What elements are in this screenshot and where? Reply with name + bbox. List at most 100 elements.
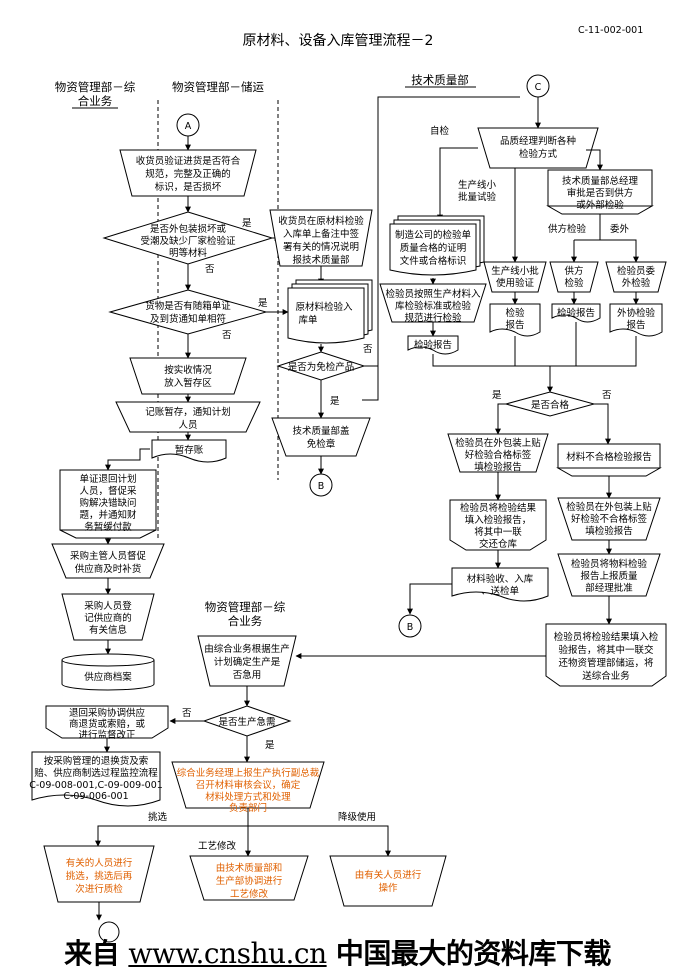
yes-label: 是 xyxy=(258,298,268,309)
no-label: 否 xyxy=(602,390,612,401)
small-batch-l1: 生产线小 xyxy=(458,179,497,191)
register-supplier-l3: 有关信息 xyxy=(89,624,127,636)
return-docs-l1: 单证退回计划 xyxy=(79,473,136,485)
docs-check-l2: 及到货通知单相符 xyxy=(150,313,226,325)
flow-arrow xyxy=(495,403,506,435)
connector-c-bottom xyxy=(98,921,120,943)
register-storage-box xyxy=(115,401,261,433)
inspect-per-form-box xyxy=(379,283,487,323)
report-manager-box xyxy=(557,553,661,597)
procedure-ref-doc xyxy=(31,751,161,807)
tech-modify-box xyxy=(189,855,309,901)
is-urgent-label: 是否生产急需 xyxy=(218,716,275,728)
fill-result-l4: 交还仓库 xyxy=(479,538,518,550)
choose-method-l1: 品质经理判断各种 xyxy=(500,135,576,147)
send-result-l3: 还物资管理部储运，将 xyxy=(558,657,654,669)
tech-modify-l1: 由技术质量部和 xyxy=(216,862,283,874)
fill-result-l2: 填入检验报告， xyxy=(465,514,532,526)
yes-label: 是 xyxy=(265,740,275,751)
process-change-label: 工艺修改 xyxy=(198,840,237,852)
small-batch-l2: 批量试验 xyxy=(458,191,497,203)
flow-arrow xyxy=(594,403,611,445)
pass-check-label: 是否合格 xyxy=(531,399,570,411)
fail-label-l2: 好检验不合格标签 xyxy=(571,513,648,525)
record-arrival-box xyxy=(129,357,247,395)
choose-method-l2: 检验方式 xyxy=(519,148,558,160)
report-d-doc xyxy=(609,303,663,337)
urge-supplier-box xyxy=(51,543,165,579)
package-check-l3: 明等材料 xyxy=(169,247,208,259)
flow-line xyxy=(550,322,577,367)
outsource-inspect-l2: 外检验 xyxy=(622,277,651,289)
page-title: 原材料、设备入库管理流程－2 xyxy=(243,32,434,49)
material-in-l2: 、送检单 xyxy=(481,585,520,597)
verify-goods-l3: 标识，是否损坏 xyxy=(155,181,222,193)
report-b-l2: 报告 xyxy=(505,319,524,331)
footer-suffix: 中国最大的资料库下载 xyxy=(335,937,612,970)
pass-label-l1: 检验员在外包装上贴 xyxy=(455,437,541,449)
exempt-stamp-box xyxy=(271,417,371,457)
no-label: 否 xyxy=(363,344,373,355)
company-cert-l3: 文件或合格标识 xyxy=(400,255,467,267)
send-result-l1: 检验员将检验结果填入检 xyxy=(554,631,659,643)
return-goods-l2: 商退货或索赔，或 xyxy=(69,718,146,730)
report-a-label: 检验报告 xyxy=(414,339,452,351)
report-meeting-l1: 综合业务经理上报生产执行副总裁 xyxy=(177,767,320,779)
urge-supplier-l1: 采购主管人员督促 xyxy=(70,550,147,562)
supplier-inspect-lbl: 供方检验 xyxy=(548,223,587,235)
fill-form-l1: 收货员在原材料检验 xyxy=(278,215,364,227)
lane-purchase-general-l2: 合业务 xyxy=(78,94,113,108)
yes-label: 是 xyxy=(492,390,502,401)
supplier-archive-top xyxy=(61,653,155,667)
no-label: 否 xyxy=(222,330,232,341)
report-a-doc xyxy=(407,335,459,355)
outsource-inspect-l1: 检验员委 xyxy=(617,265,656,277)
temp-ledger-label: 暂存账 xyxy=(175,444,204,456)
pass-label-l3: 填检验报告 xyxy=(474,461,522,473)
temp-ledger-doc xyxy=(151,439,227,463)
inspect-per-form-l2: 库检验标准或检验 xyxy=(395,300,472,312)
connector-b-storage xyxy=(309,473,333,497)
urgency-decide-l2: 计划确定生产是 xyxy=(214,656,281,668)
company-cert-l1: 制造公司的检验单 xyxy=(395,229,472,241)
report-c-label: 检验报告 xyxy=(557,307,595,319)
flow-arrow xyxy=(105,448,150,471)
register-supplier-l2: 记供应商的 xyxy=(84,612,132,624)
flow-arrow xyxy=(432,354,553,393)
select-label: 挑选 xyxy=(148,811,168,823)
procedure-ref-l1: 按采购管理的退换货及索 xyxy=(44,755,149,767)
flow-arrow xyxy=(586,149,603,171)
pass-label-l2: 好检验合格标签 xyxy=(465,449,532,461)
supplier-inspect-box xyxy=(549,261,599,293)
tech-modify-l2: 生产部协调进行 xyxy=(216,875,283,887)
footer-link[interactable]: www.cnshu.cn xyxy=(128,937,327,970)
manager-approve-base xyxy=(546,205,654,215)
return-docs-l4: 题，并通知财 xyxy=(79,509,137,521)
urge-supplier-l2: 供应商及时补货 xyxy=(75,563,142,575)
package-check-l1: 是否外包装损坏或 xyxy=(150,223,227,235)
line-trial-l2: 使用验证 xyxy=(496,277,535,289)
connector-b-tech xyxy=(398,614,422,638)
fill-result-box xyxy=(449,499,547,551)
no-label: 否 xyxy=(205,264,215,275)
report-c-doc xyxy=(551,303,601,323)
material-in-l1: 材料验收、入库 xyxy=(467,573,534,585)
fail-label-box xyxy=(557,497,661,541)
record-arrival-l1: 按实收情况 xyxy=(164,364,212,376)
inspection-form-l1: 原材料检验入 xyxy=(295,301,353,313)
procedure-ref-l3: C-09-008-001,C-09-009-001 xyxy=(29,780,163,791)
send-result-l4: 送综合业务 xyxy=(582,670,630,682)
select-staff-l3: 次进行质检 xyxy=(75,883,123,895)
yes-label: 是 xyxy=(242,218,252,229)
line-trial-box xyxy=(483,261,547,293)
register-supplier-l1: 采购人员登 xyxy=(84,600,132,612)
staff-operate-l2: 操作 xyxy=(378,882,398,894)
inspection-form-doc xyxy=(287,287,365,344)
urgency-decide-l1: 由综合业务根据生产 xyxy=(204,643,290,655)
fill-form-l2: 入库单上备注中签 xyxy=(283,228,360,240)
send-result-box xyxy=(545,623,667,687)
report-meeting-box xyxy=(171,761,325,809)
supplier-archive-db xyxy=(61,660,155,691)
